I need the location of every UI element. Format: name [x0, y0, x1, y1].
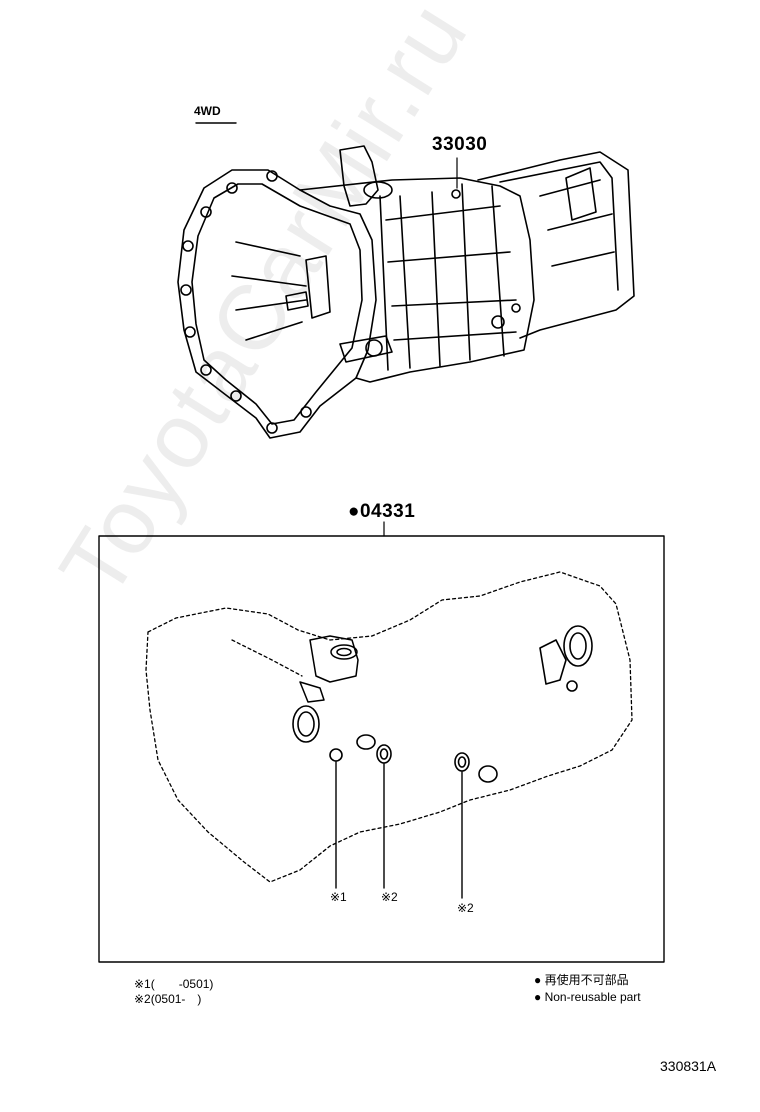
gasket-outlines [145, 571, 633, 883]
transmission-assembly-drawing [177, 145, 635, 439]
kit-box [98, 535, 665, 963]
assembly-part-number: 33030 [432, 134, 488, 155]
shift-lever-seal [299, 635, 359, 703]
legend-english: ● Non-reusable part [534, 990, 641, 1004]
callout-2b-label: ※2 [457, 901, 474, 915]
variant-label: 4WD [194, 104, 221, 118]
bell-housing [177, 169, 377, 439]
main-case [299, 177, 535, 383]
callout-2a-label: ※2 [381, 890, 398, 904]
callout-1-label: ※1 [330, 890, 347, 904]
note-1: ※1( -0501) [134, 977, 214, 991]
extension-housing [477, 151, 635, 339]
kit-part-number: ●04331 [348, 501, 416, 522]
oil-seal-rear [539, 625, 593, 692]
illustration-code: 330831A [660, 1058, 717, 1074]
small-parts [329, 734, 498, 783]
oil-seal-front [292, 705, 320, 743]
legend-japanese: ● 再使用不可部品 [534, 973, 629, 987]
note-2: ※2(0501- ) [134, 992, 202, 1006]
flange-bolts [180, 170, 312, 434]
